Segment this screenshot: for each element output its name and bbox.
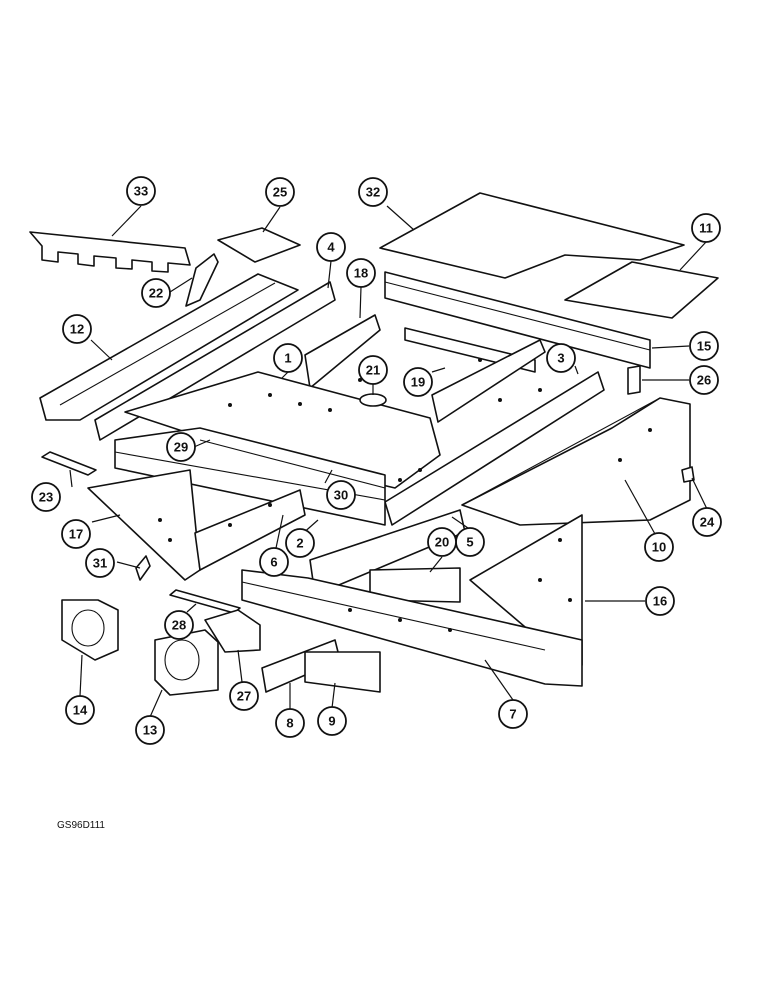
- callout-31: 31: [85, 548, 115, 578]
- svg-text:17: 17: [69, 527, 83, 542]
- part-18-cross-member: [304, 314, 381, 389]
- part-27-block: [204, 609, 261, 653]
- svg-text:8: 8: [286, 716, 293, 731]
- svg-text:9: 9: [328, 714, 335, 729]
- svg-text:24: 24: [700, 515, 715, 530]
- svg-text:26: 26: [697, 373, 711, 388]
- callout-17: 17: [61, 519, 91, 549]
- callout-2: 2: [285, 528, 315, 558]
- svg-text:1: 1: [284, 351, 291, 366]
- svg-text:12: 12: [70, 322, 84, 337]
- part-22-bracket: [185, 253, 219, 307]
- callout-33: 33: [126, 176, 156, 206]
- svg-text:33: 33: [134, 184, 148, 199]
- callout-18: 18: [346, 258, 376, 288]
- callout-14: 14: [65, 695, 95, 725]
- part-7-lower-beam: [241, 569, 583, 687]
- part-15-rear-channel: [384, 271, 651, 369]
- svg-text:5: 5: [466, 535, 473, 550]
- callout-10: 10: [644, 532, 674, 562]
- svg-text:31: 31: [93, 556, 107, 571]
- callout-6: 6: [259, 547, 289, 577]
- part-9-plate: [304, 651, 381, 693]
- callout-7: 7: [498, 699, 528, 729]
- callout-27: 27: [229, 681, 259, 711]
- svg-text:13: 13: [143, 723, 157, 738]
- callout-30: 30: [326, 480, 356, 510]
- svg-text:11: 11: [699, 221, 713, 236]
- callout-11: 11: [691, 213, 721, 243]
- part-19b-cross-member: [431, 339, 546, 423]
- part-3-right-rail: [384, 371, 605, 526]
- callout-4: 4: [316, 232, 346, 262]
- svg-text:32: 32: [366, 185, 380, 200]
- callout-12: 12: [62, 314, 92, 344]
- callout-22: 22: [141, 278, 171, 308]
- part-6-cross-beam: [194, 489, 306, 571]
- svg-text:3: 3: [557, 351, 564, 366]
- part-25-plate: [217, 227, 301, 263]
- part-21-cap: [359, 393, 387, 407]
- callout-26: 26: [689, 365, 719, 395]
- part-10-right-channel: [461, 397, 691, 526]
- part-11-right-cover: [564, 261, 719, 319]
- part-14-mount: [61, 599, 119, 661]
- callout-28: 28: [164, 610, 194, 640]
- svg-text:21: 21: [366, 363, 380, 378]
- part-20-bracket: [369, 567, 461, 603]
- part-12-side-channel: [39, 273, 299, 421]
- part-32-top-cover: [379, 192, 685, 279]
- svg-text:10: 10: [652, 540, 666, 555]
- svg-text:16: 16: [653, 594, 667, 609]
- callout-23: 23: [31, 482, 61, 512]
- svg-text:23: 23: [39, 490, 53, 505]
- svg-text:30: 30: [334, 488, 348, 503]
- part-23-rod: [41, 451, 97, 476]
- callout-8: 8: [275, 708, 305, 738]
- svg-text:7: 7: [509, 707, 516, 722]
- callout-1: 1: [273, 343, 303, 373]
- part-4-side-rail: [94, 281, 336, 441]
- callout-24: 24: [692, 507, 722, 537]
- svg-text:25: 25: [273, 185, 287, 200]
- part-28-strip: [169, 589, 241, 614]
- svg-text:4: 4: [327, 240, 335, 255]
- svg-text:28: 28: [172, 618, 186, 633]
- svg-text:20: 20: [435, 535, 449, 550]
- svg-text:15: 15: [697, 339, 711, 354]
- svg-text:2: 2: [296, 536, 303, 551]
- callout-9: 9: [317, 706, 347, 736]
- callout-25: 25: [265, 177, 295, 207]
- mounting-holes: [158, 358, 652, 632]
- callout-5: 5: [455, 527, 485, 557]
- svg-text:14: 14: [73, 703, 88, 718]
- part-26-plate: [627, 365, 641, 395]
- svg-text:19: 19: [411, 375, 425, 390]
- callout-29: 29: [166, 432, 196, 462]
- svg-text:22: 22: [149, 286, 163, 301]
- part-33-slotted-strip: [29, 231, 191, 273]
- svg-text:18: 18: [354, 266, 368, 281]
- callouts: 33 25 32 11 4 22 12 18 1 21 19 3 15 26 2…: [31, 176, 722, 745]
- callout-15: 15: [689, 331, 719, 361]
- callout-21: 21: [358, 355, 388, 385]
- callout-32: 32: [358, 177, 388, 207]
- svg-text:29: 29: [174, 440, 188, 455]
- part-31-clip: [135, 555, 151, 581]
- part-drawings: [29, 192, 719, 696]
- part-24-clip: [681, 466, 695, 483]
- svg-text:27: 27: [237, 689, 251, 704]
- callout-16: 16: [645, 586, 675, 616]
- callout-19: 19: [403, 367, 433, 397]
- part-13-mount: [154, 629, 219, 696]
- svg-text:6: 6: [270, 555, 277, 570]
- callout-3: 3: [546, 343, 576, 373]
- callout-20: 20: [427, 527, 457, 557]
- leader-lines: [69, 205, 708, 718]
- callout-13: 13: [135, 715, 165, 745]
- figure-code: GS96D111: [57, 820, 105, 831]
